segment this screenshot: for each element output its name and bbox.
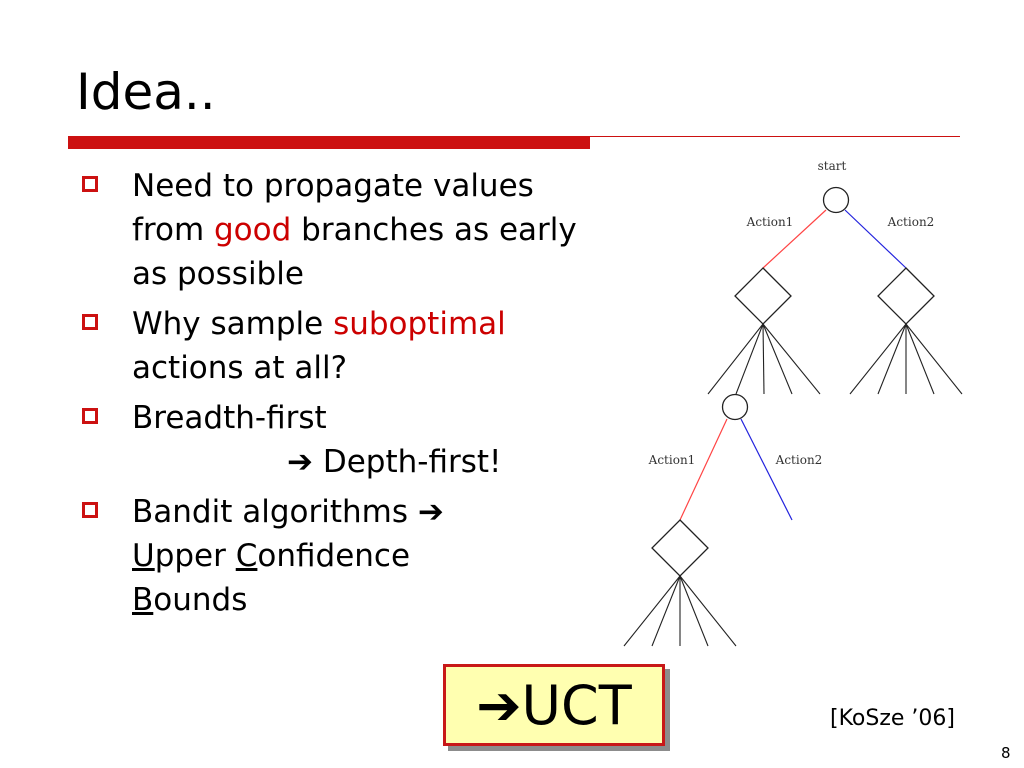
bullet-item: Breadth-first ➔ Depth-first! (82, 396, 602, 484)
action-node-left (734, 267, 792, 325)
highlight-good: good (214, 212, 292, 248)
root-node (822, 186, 850, 214)
citation: [KoSze ’06] (830, 706, 955, 731)
arrow-icon: ➔ (417, 494, 444, 530)
sub-edge-action2 (740, 418, 793, 521)
indented-line: ➔ Depth-first! (132, 440, 501, 484)
bullet-text: actions at all? (132, 350, 348, 386)
highlight-suboptimal: suboptimal (333, 306, 506, 342)
bullet-text: Need to propagate values from (132, 168, 534, 248)
left-diamond-children (707, 323, 821, 395)
acronym-letter: U (132, 538, 155, 574)
edge-action2 (844, 209, 907, 269)
bullet-text: pper (154, 538, 236, 574)
sub-action-node (651, 519, 709, 577)
uct-callout-box: ➔ UCT (443, 664, 665, 746)
sub-edge-action1 (679, 418, 728, 521)
square-bullet-icon (82, 502, 98, 518)
acronym-letter: B (132, 582, 154, 618)
square-bullet-icon (82, 408, 98, 424)
slide-title: Idea.. (76, 63, 216, 121)
bullet-text: Why sample (132, 306, 334, 342)
bullet-list: Need to propagate values from good branc… (82, 164, 602, 628)
arrow-icon: ➔ (476, 673, 522, 737)
square-bullet-icon (82, 176, 98, 192)
bullet-text: Bandit algorithms (132, 494, 418, 530)
sub-action2-label: Action2 (775, 453, 823, 467)
sub-diamond-children (623, 575, 737, 647)
bullet-text: Depth-first! (312, 444, 502, 480)
bullet-item: Need to propagate values from good branc… (82, 164, 602, 296)
bullet-text: branches as early as possible (132, 212, 577, 292)
bullet-item: Why sample suboptimal actions at all? (82, 302, 602, 390)
right-diamond-children (849, 323, 963, 395)
root-label: start (818, 159, 847, 173)
search-tree-diagram: start Action1 Action2 Action1 Action2 (623, 159, 963, 647)
square-bullet-icon (82, 314, 98, 330)
action-node-right (877, 267, 935, 325)
bullet-text: Breadth-first (132, 400, 327, 436)
bullet-item: Bandit algorithms ➔ Upper Confidence Boun… (82, 490, 602, 622)
top-action1-label: Action1 (746, 215, 794, 229)
bullet-text: onfidence (257, 538, 411, 574)
sub-action1-label: Action1 (648, 453, 696, 467)
callout-text: UCT (521, 673, 632, 737)
title-underline (68, 136, 590, 149)
edge-action1 (762, 209, 827, 269)
bullet-text: ounds (153, 582, 248, 618)
arrow-icon: ➔ (287, 444, 313, 480)
top-action2-label: Action2 (887, 215, 935, 229)
page-number: 8 (1001, 744, 1011, 762)
acronym-letter: C (235, 538, 258, 574)
title-underline-thin (590, 136, 960, 137)
sub-state-node (721, 393, 749, 421)
